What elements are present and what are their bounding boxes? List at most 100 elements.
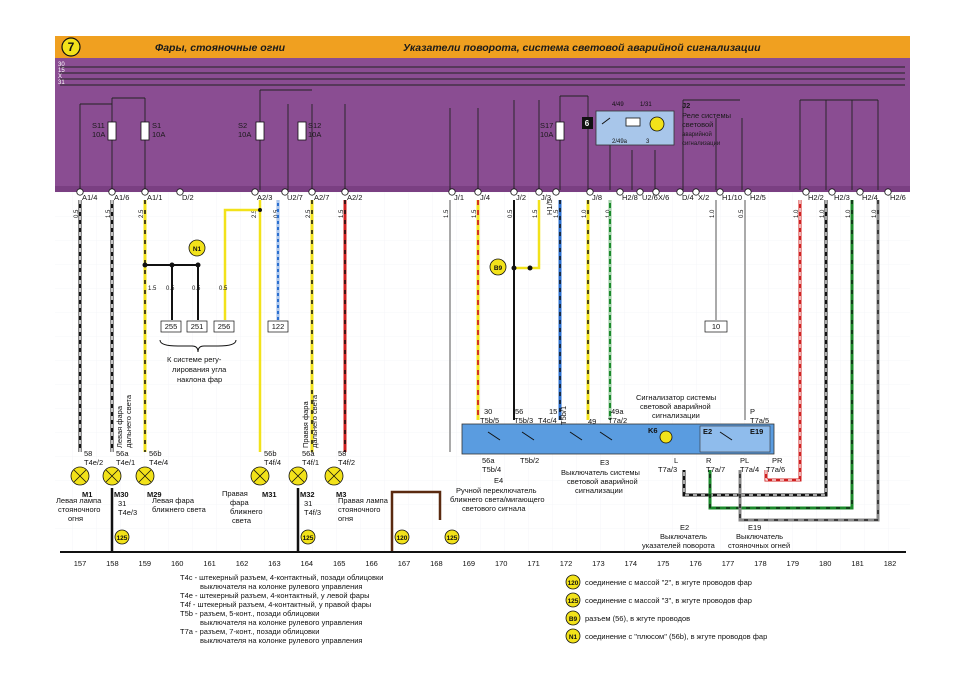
column-number: 165 <box>333 559 346 568</box>
svg-text:светового сигнала: светового сигнала <box>462 504 526 513</box>
column-number: 176 <box>689 559 702 568</box>
svg-text:выключателя на колонке рулевог: выключателя на колонке рулевого управлен… <box>200 582 362 591</box>
connector-x-2: X/2 <box>692 188 709 202</box>
svg-text:S2: S2 <box>238 121 247 130</box>
svg-text:M30: M30 <box>114 490 129 499</box>
column-number: 177 <box>722 559 735 568</box>
svg-text:соединение с массой "2", в жгу: соединение с массой "2", в жгуте проводо… <box>585 578 752 587</box>
wire-size: 1.5 <box>444 209 450 218</box>
svg-text:выключателя на колонке рулевог: выключателя на колонке рулевого управлен… <box>200 618 362 627</box>
svg-text:255: 255 <box>165 322 178 331</box>
connector-h2-4: H2/4 <box>856 188 878 202</box>
svg-text:Ручной переключатель: Ручной переключатель <box>456 486 537 495</box>
svg-text:ближнего света: ближнего света <box>152 505 207 514</box>
svg-text:T5b/2: T5b/2 <box>520 456 539 465</box>
svg-text:56: 56 <box>515 407 523 416</box>
wire-size: 1.0 <box>582 209 588 218</box>
svg-text:T4c - штекерный разъем, 4-конт: T4c - штекерный разъем, 4-контактный, по… <box>180 573 383 582</box>
connector-a2-2: A2/2 <box>341 188 362 202</box>
title-left: Фары, стояночные огни <box>155 42 286 54</box>
connector-a1-4: A1/4 <box>76 188 97 202</box>
svg-text:H2/3: H2/3 <box>834 193 850 202</box>
switch-block: 30 56 15 49 49a P T5b/5 T5b/3 T4c/4 T5b/… <box>450 393 790 550</box>
svg-text:1.5: 1.5 <box>148 286 157 292</box>
svg-text:E4: E4 <box>494 476 503 485</box>
ground-markers: 125 120 125 125 <box>114 529 460 545</box>
wire-size: 1.5 <box>472 209 478 218</box>
svg-text:H2/4: H2/4 <box>862 193 878 202</box>
svg-text:122: 122 <box>272 322 285 331</box>
svg-text:PR: PR <box>772 456 783 465</box>
svg-text:K6: K6 <box>648 426 658 435</box>
legend-left: T4c - штекерный разъем, 4-контактный, по… <box>180 573 383 645</box>
svg-text:T7a - разъем, 7-конт., позади: T7a - разъем, 7-конт., позади облицовки <box>180 627 319 636</box>
svg-text:56a: 56a <box>116 449 129 458</box>
wire-size: 1.5 <box>106 209 112 218</box>
column-number: 163 <box>268 559 281 568</box>
svg-text:огня: огня <box>338 514 353 523</box>
column-number: 182 <box>884 559 897 568</box>
wire-size: 1.0 <box>846 209 852 218</box>
connector-j-1: J/1 <box>448 188 464 202</box>
bus-lines <box>60 66 905 86</box>
svg-text:X/2: X/2 <box>698 193 709 202</box>
svg-text:световой аварийной: световой аварийной <box>567 477 638 486</box>
svg-text:M29: M29 <box>147 490 162 499</box>
svg-text:Правая: Правая <box>222 489 248 498</box>
svg-text:стояночного: стояночного <box>58 505 100 514</box>
svg-text:Выключатель: Выключатель <box>660 532 707 541</box>
svg-text:T7a/4: T7a/4 <box>740 465 759 474</box>
svg-text:Сигнализатор системы: Сигнализатор системы <box>636 393 716 402</box>
svg-text:J/2: J/2 <box>516 193 526 202</box>
svg-text:56b: 56b <box>149 449 162 458</box>
wire-size: 0.5 <box>508 209 514 218</box>
svg-text:Выключатель: Выключатель <box>736 532 783 541</box>
title-right: Указатели поворота, система световой ава… <box>403 42 761 54</box>
svg-text:M1: M1 <box>82 490 92 499</box>
splice-dots <box>142 208 533 271</box>
column-number: 172 <box>560 559 573 568</box>
column-number: 158 <box>106 559 119 568</box>
svg-text:125: 125 <box>447 535 458 542</box>
svg-text:10A: 10A <box>308 130 321 139</box>
connector-a1-6: A1/6 <box>108 188 129 202</box>
svg-text:256: 256 <box>218 322 231 331</box>
svg-text:световой: световой <box>682 120 713 129</box>
svg-text:U2/7: U2/7 <box>287 193 303 202</box>
wire-size: 1.0 <box>820 209 826 218</box>
svg-text:сигнализации: сигнализации <box>682 141 720 147</box>
svg-text:лирования угла: лирования угла <box>172 365 227 374</box>
column-number: 166 <box>365 559 378 568</box>
svg-text:T7a/6: T7a/6 <box>766 465 785 474</box>
column-number: 171 <box>527 559 540 568</box>
svg-text:T7a/7: T7a/7 <box>706 465 725 474</box>
column-number: 164 <box>301 559 314 568</box>
wire-size: 1.5 <box>554 209 560 218</box>
svg-text:сигнализации: сигнализации <box>575 486 623 495</box>
column-number: 167 <box>398 559 411 568</box>
connector-d-2: D/2 <box>176 188 194 202</box>
svg-text:M31: M31 <box>262 490 277 499</box>
svg-text:56a: 56a <box>482 456 495 465</box>
svg-text:Правая фара: Правая фара <box>301 401 310 448</box>
svg-text:10A: 10A <box>152 130 165 139</box>
svg-text:выключателя на колонке рулевог: выключателя на колонке рулевого управлен… <box>200 636 362 645</box>
column-number: 179 <box>787 559 800 568</box>
connector-j-8: J/8 <box>586 188 602 202</box>
svg-text:B9: B9 <box>494 265 503 272</box>
svg-text:T4c/4: T4c/4 <box>538 416 557 425</box>
svg-text:M3: M3 <box>336 490 346 499</box>
svg-text:S1: S1 <box>152 121 161 130</box>
svg-text:наклона фар: наклона фар <box>177 375 222 384</box>
svg-text:T4f/2: T4f/2 <box>338 458 355 467</box>
connector-x-6: X/6 <box>652 188 669 202</box>
bus-label-15: 15 <box>58 68 65 74</box>
svg-text:58: 58 <box>84 449 92 458</box>
svg-text:световой аварийной: световой аварийной <box>640 402 711 411</box>
svg-text:N1: N1 <box>569 634 578 641</box>
svg-text:огня: огня <box>68 514 83 523</box>
connector-j-4: J/4 <box>474 188 490 202</box>
